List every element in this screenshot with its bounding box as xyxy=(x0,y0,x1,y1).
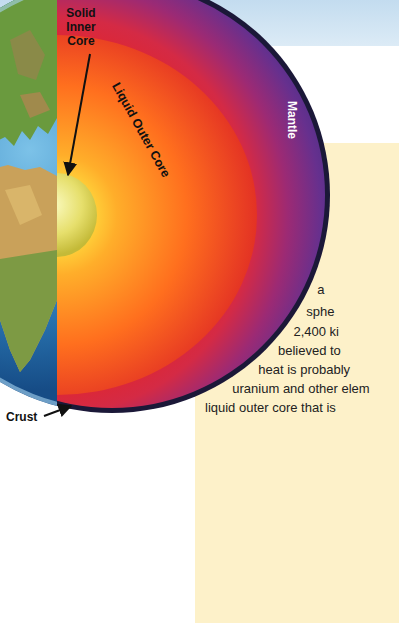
desert-relief xyxy=(5,185,42,225)
body-text: heat is probably xyxy=(258,362,350,378)
body-text: believed to xyxy=(278,343,341,359)
part-label: Liquid Outer Core xyxy=(109,80,173,180)
body-text: a xyxy=(317,282,324,298)
leader-arrow xyxy=(68,54,90,175)
land-relief xyxy=(10,30,45,80)
part-label: Mantle xyxy=(285,101,299,139)
text-panel: a sphe 2,400 ki believed to heat is probably… xyxy=(195,143,399,623)
part-label: Solid Inner Core xyxy=(58,6,104,48)
europe-land xyxy=(0,0,57,150)
body-text: 2,400 ki xyxy=(293,324,339,340)
africa-land xyxy=(0,165,57,372)
africa-forest xyxy=(0,250,57,372)
inner-core-layer xyxy=(57,173,97,257)
body-text: liquid outer core that is xyxy=(205,400,336,416)
part-label: Crust xyxy=(6,410,37,424)
body-text: sphe xyxy=(306,304,334,320)
leader-arrow xyxy=(44,406,71,416)
globe xyxy=(0,0,377,440)
cross-section xyxy=(57,0,377,440)
body-text: uranium and other elem xyxy=(232,381,369,397)
globe-surface xyxy=(0,0,57,440)
atmosphere-rim xyxy=(0,0,57,411)
land-relief xyxy=(20,92,50,118)
ocean xyxy=(0,0,57,440)
outer-core-layer xyxy=(57,35,257,395)
